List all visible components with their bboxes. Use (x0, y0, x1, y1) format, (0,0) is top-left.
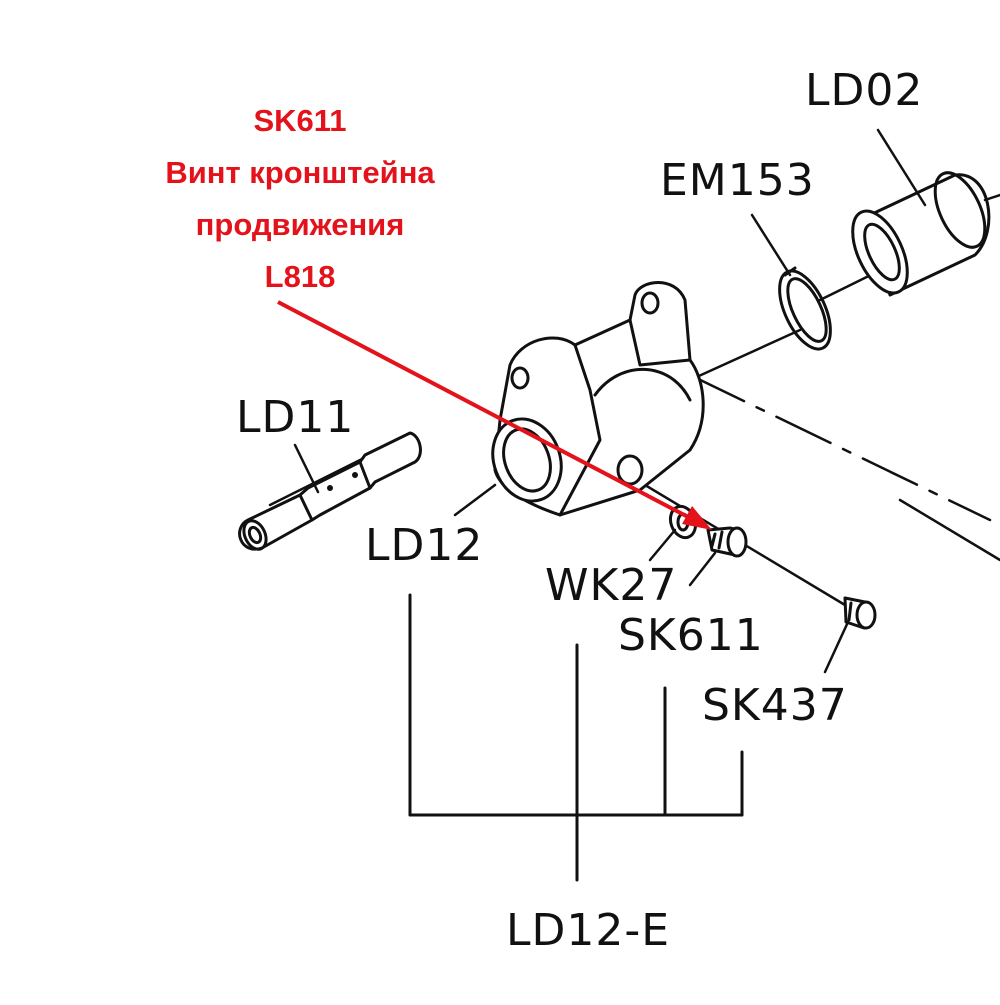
part-em153 (778, 266, 832, 351)
red-pointer-arrow (277, 300, 712, 530)
annotation-code: SK611 (253, 103, 347, 138)
part-ld11 (238, 431, 422, 551)
label-sk437: SK437 (702, 680, 848, 731)
part-annotation: SK611 Винт кронштейна продвижения L818 (140, 95, 460, 303)
assembly-tree (408, 593, 744, 882)
label-ld02: LD02 (805, 65, 923, 116)
part-ld02 (851, 171, 1000, 297)
label-ld11: LD11 (236, 392, 354, 443)
label-leaders (293, 128, 927, 674)
annotation-line1: Винт кронштейна (165, 155, 435, 190)
label-ld12: LD12 (365, 520, 483, 571)
annotation-model: L818 (264, 259, 336, 294)
part-ld12 (491, 281, 705, 517)
label-em153: EM153 (660, 155, 815, 206)
annotation-line2: продвижения (195, 207, 405, 242)
label-assembly: LD12-E (506, 905, 670, 956)
label-wk27: WK27 (545, 560, 677, 611)
part-sk611 (706, 526, 748, 558)
part-sk437 (843, 596, 877, 630)
label-sk611: SK611 (618, 610, 764, 661)
